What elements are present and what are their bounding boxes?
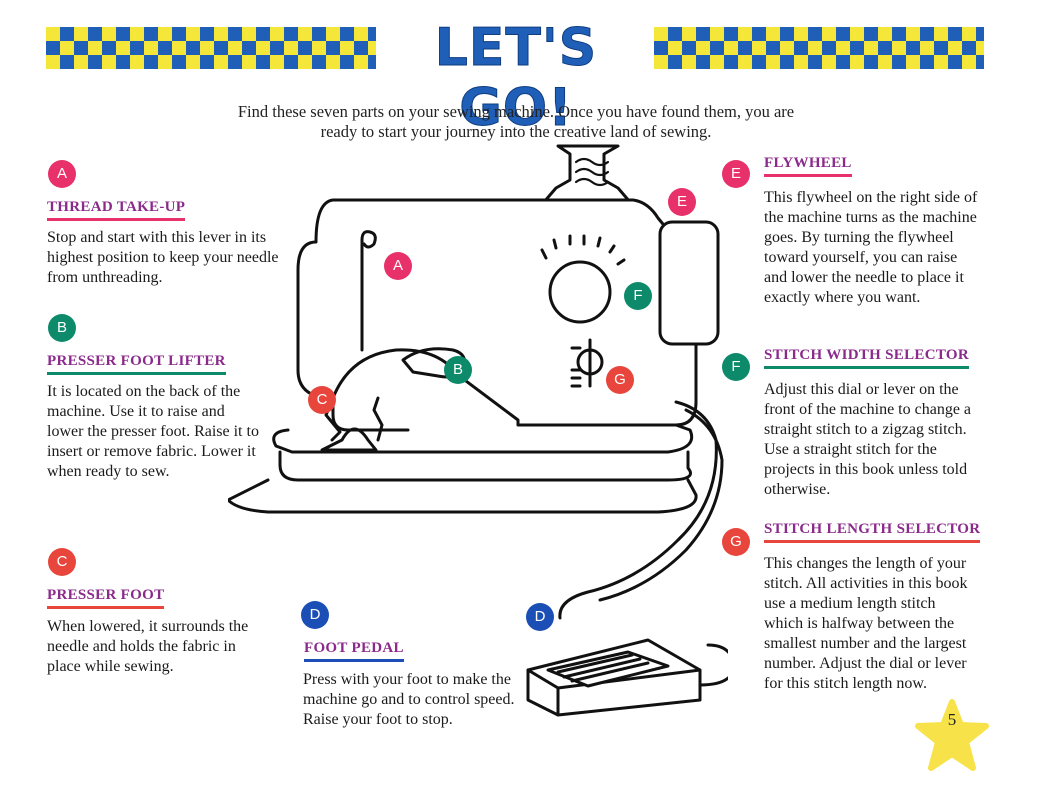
diagram-badge-b: B xyxy=(444,356,472,384)
heading-stitch-width-selector: STITCH WIDTH SELECTOR xyxy=(764,347,969,369)
text-thread-take-up: Stop and start with this lever in its hi… xyxy=(47,229,279,286)
text-stitch-length-selector: This changes the length of your stitch. … xyxy=(764,555,968,692)
intro-text: Find these seven parts on your sewing ma… xyxy=(237,102,795,141)
page-title: LET'S GO! xyxy=(434,18,598,139)
diagram-badge-d: D xyxy=(526,603,554,631)
badge-b: B xyxy=(48,314,76,342)
checker-banner-right xyxy=(654,27,984,69)
text-foot-pedal: Press with your foot to make the machine… xyxy=(303,671,515,728)
diagram-badge-a: A xyxy=(384,252,412,280)
page-number: 5 xyxy=(947,710,957,729)
heading-thread-take-up: THREAD TAKE-UP xyxy=(47,199,186,221)
badge-a: A xyxy=(48,160,76,188)
heading-presser-foot: PRESSER FOOT xyxy=(47,587,165,609)
heading-stitch-length-selector: STITCH LENGTH SELECTOR xyxy=(764,521,981,543)
checker-banner-left xyxy=(46,27,376,69)
heading-foot-pedal: FOOT PEDAL xyxy=(304,640,404,662)
star-icon xyxy=(915,699,989,771)
heading-flywheel: FLYWHEEL xyxy=(764,155,852,177)
heading-presser-foot-lifter: PRESSER FOOT LIFTER xyxy=(47,353,226,375)
text-stitch-width-selector: Adjust this dial or lever on the front o… xyxy=(764,381,972,498)
badge-g: G xyxy=(722,528,750,556)
diagram-badge-g: G xyxy=(606,366,634,394)
text-flywheel: This flywheel on the right side of the m… xyxy=(764,189,978,306)
text-presser-foot: When lowered, it surrounds the needle an… xyxy=(47,618,249,675)
badge-f: F xyxy=(722,353,750,381)
diagram-badge-c: C xyxy=(308,386,336,414)
badge-d: D xyxy=(301,601,329,629)
sewing-machine-illustration xyxy=(228,144,728,717)
diagram-badge-e: E xyxy=(668,188,696,216)
badge-c: C xyxy=(48,548,76,576)
diagram-badge-f: F xyxy=(624,282,652,310)
badge-e: E xyxy=(722,160,750,188)
text-presser-foot-lifter: It is located on the back of the machine… xyxy=(47,383,259,480)
